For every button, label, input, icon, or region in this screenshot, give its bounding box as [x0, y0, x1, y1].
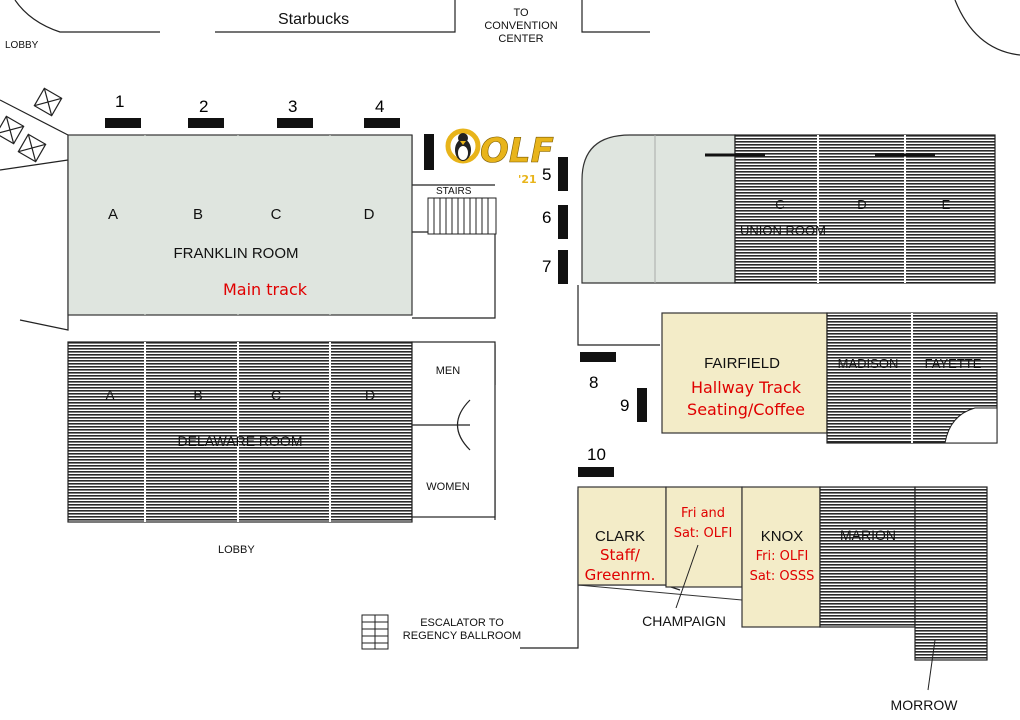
champaign-room-name: CHAMPAIGN — [642, 613, 726, 629]
stairs — [427, 197, 497, 235]
to-convention-line2: CONVENTION — [484, 20, 557, 32]
delaware-section-a: A — [105, 387, 115, 403]
to-convention-line3: CENTER — [498, 33, 543, 45]
morrow-room-name: MORROW — [891, 697, 959, 713]
escalator-line2: REGENCY BALLROOM — [403, 630, 521, 642]
franklin-room-name: FRANKLIN ROOM — [173, 245, 298, 262]
door-9-label: 9 — [620, 396, 629, 415]
knox-note-line2: Sat: OSSS — [750, 569, 815, 584]
knox-room-name: KNOX — [761, 528, 804, 545]
door-7-label: 7 — [542, 257, 551, 276]
olf-logo: OLF '21 — [445, 128, 554, 186]
door-markers — [105, 118, 647, 477]
restrooms — [411, 341, 496, 518]
clark-room-name: CLARK — [595, 528, 645, 545]
door-7-marker — [558, 250, 568, 284]
fairfield-room — [661, 312, 828, 434]
clark-note-line1: Staff/ — [600, 546, 641, 564]
marion-room-name: MARION — [840, 527, 896, 543]
door-6-label: 6 — [542, 208, 551, 227]
delaware-section-d: D — [365, 387, 375, 403]
marion-morrow-rooms — [819, 486, 988, 661]
door-logo-marker — [424, 134, 434, 170]
franklin-room — [67, 134, 413, 316]
door-6-marker — [558, 205, 568, 239]
franklin-section-d: D — [364, 206, 375, 223]
fairfield-room-name: FAIRFIELD — [704, 355, 780, 372]
door-2-label: 2 — [199, 97, 208, 116]
delaware-section-b: B — [193, 387, 202, 403]
door-1-label: 1 — [115, 92, 124, 111]
door-3-marker — [277, 118, 313, 128]
morrow-pointer-line — [927, 639, 936, 691]
union-section-d: D — [857, 197, 866, 212]
door-1-marker — [105, 118, 141, 128]
door-10-label: 10 — [587, 445, 606, 464]
starbucks-label: Starbucks — [278, 11, 349, 28]
clark-champaign-knox-rooms — [577, 486, 821, 628]
delaware-section-c: C — [271, 387, 281, 403]
escalator-line1: ESCALATOR TO — [420, 617, 504, 629]
stairs-label: STAIRS — [436, 186, 472, 197]
franklin-section-c: C — [271, 206, 282, 223]
door-2-marker — [188, 118, 224, 128]
madison-room-name: MADISON — [838, 356, 899, 371]
lobby-bottom-label: LOBBY — [218, 544, 255, 556]
fairfield-note-line2: Seating/Coffee — [687, 400, 805, 419]
door-5-marker — [558, 157, 568, 191]
champaign-note-line2: Sat: OLFI — [674, 526, 733, 541]
fayette-room-name: FAYETTE — [925, 356, 982, 371]
door-8-label: 8 — [589, 373, 598, 392]
fairfield-note-line1: Hallway Track — [691, 378, 802, 397]
union-section-e: E — [942, 197, 951, 212]
delaware-room-name: DELAWARE ROOM — [178, 433, 303, 449]
clark-note-line2: Greenrm. — [585, 566, 656, 584]
madison-fayette-rooms — [826, 312, 998, 444]
door-3-label: 3 — [288, 97, 297, 116]
lobby-top-label: LOBBY — [5, 40, 39, 51]
entrance-boxes — [0, 87, 69, 171]
door-5-label: 5 — [542, 165, 551, 184]
door-8-marker — [580, 352, 616, 362]
door-10-marker — [578, 467, 614, 477]
escalator-icon — [361, 614, 389, 650]
franklin-section-a: A — [108, 206, 118, 223]
union-section-c: C — [775, 197, 784, 212]
olf-logo-text: OLF — [480, 131, 554, 171]
women-label: WOMEN — [426, 481, 469, 493]
champaign-pointer-line — [675, 544, 699, 609]
door-9-marker — [637, 388, 647, 422]
olf-logo-year: '21 — [518, 173, 537, 186]
door-4-label: 4 — [375, 97, 384, 116]
champaign-note-line1: Fri and — [681, 506, 725, 521]
franklin-note: Main track — [223, 280, 308, 299]
men-label: MEN — [436, 365, 461, 377]
union-room — [581, 134, 996, 284]
union-room-name: UNION ROOM — [740, 223, 826, 238]
delaware-room — [67, 341, 413, 523]
franklin-section-b: B — [193, 206, 203, 223]
knox-note-line1: Fri: OLFI — [756, 549, 809, 564]
to-convention-line1: TO — [513, 7, 529, 19]
door-4-marker — [364, 118, 400, 128]
